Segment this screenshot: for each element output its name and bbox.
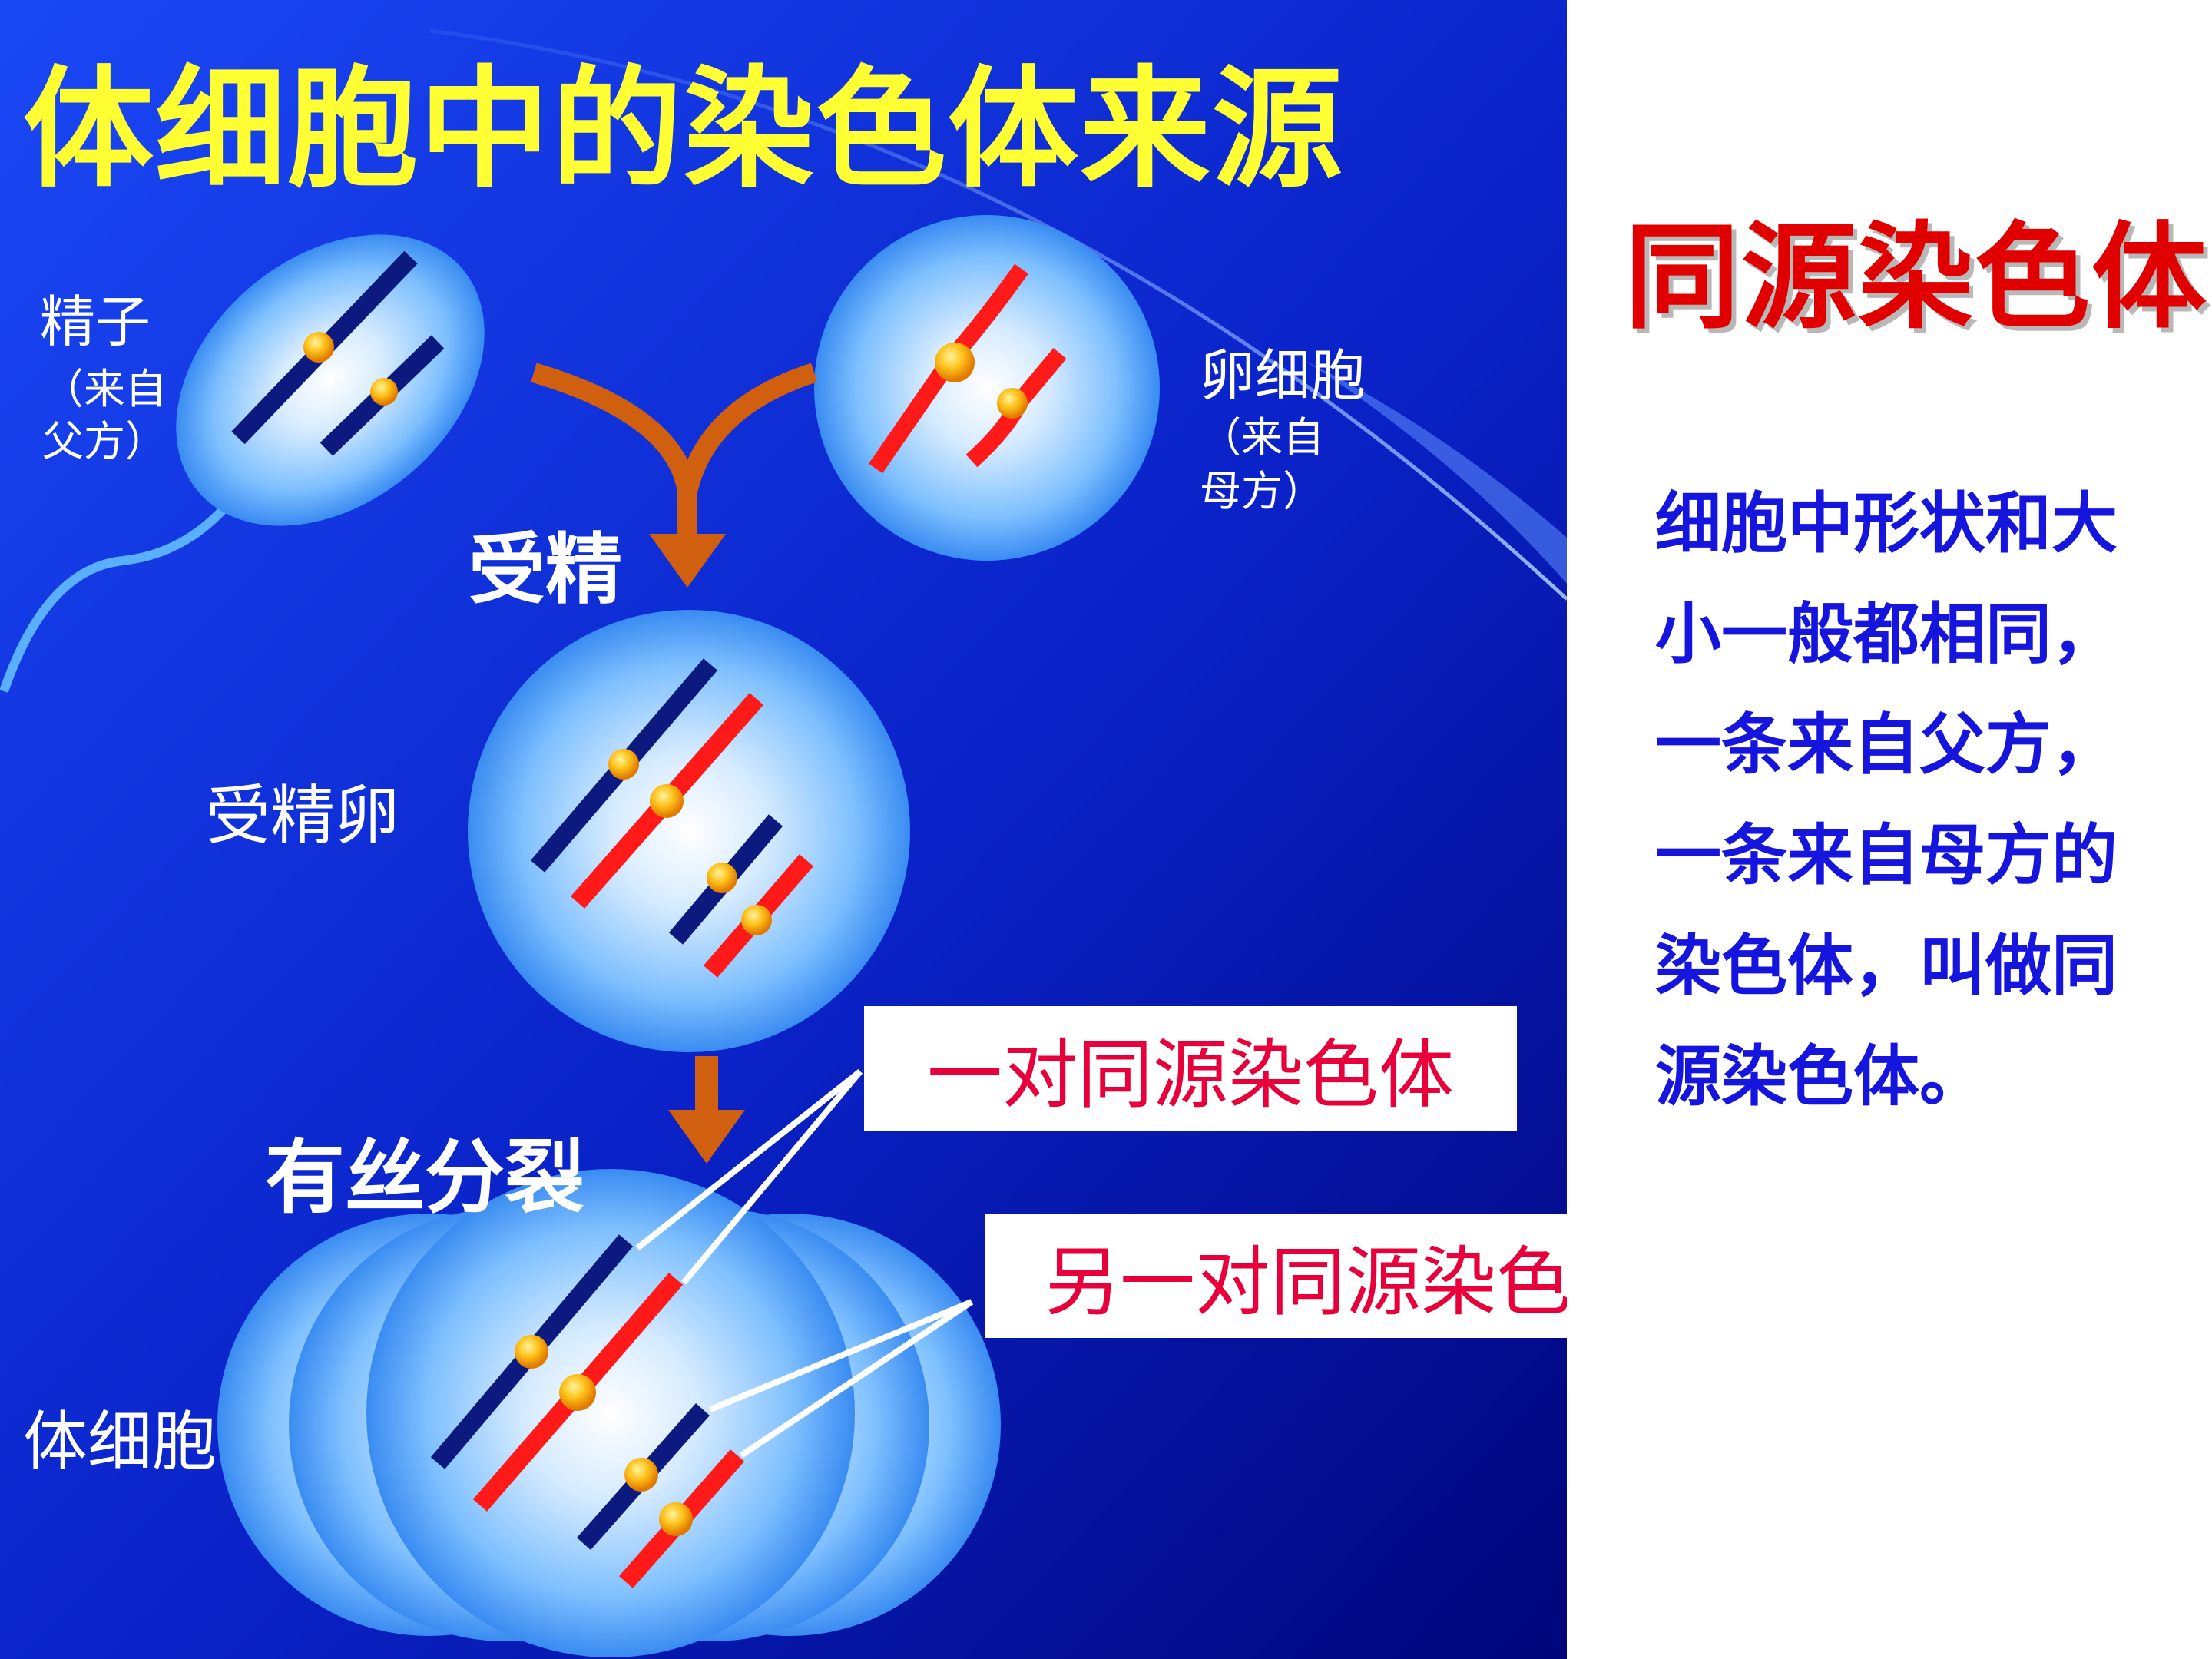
chromosome-origin-diagram <box>0 0 1567 1659</box>
definition-line: 染色体，叫做同 <box>1655 928 2118 1005</box>
zygote-cell <box>468 610 910 1052</box>
egg-label: 卵细胞 <box>1200 343 1366 408</box>
definition-line: 细胞中形状和大 <box>1655 485 2118 562</box>
centromere <box>559 1374 596 1411</box>
centromere <box>935 343 975 382</box>
centromere <box>370 378 398 406</box>
mitosis-label: 有丝分裂 <box>265 1131 585 1224</box>
somatic-cell-front <box>366 1169 855 1657</box>
somatic-cell-label: 体细胞 <box>23 1404 217 1479</box>
centromere <box>997 388 1028 419</box>
sperm-origin-line1: （来自 <box>42 365 167 413</box>
homologous-chromosome-heading: 同源染色体 <box>1624 211 2209 345</box>
sperm-origin-line2: 父方） <box>42 417 167 465</box>
centromere <box>515 1335 548 1369</box>
diagram-panel: 体细胞中的染色体来源 精子 （来自 父方） 卵细胞 （来自 母方） 受精 受精卵… <box>0 0 1647 1659</box>
definition-panel <box>1567 0 2212 1659</box>
callout-pointers <box>635 1068 974 1459</box>
egg-origin-line1: （来自 <box>1200 413 1324 462</box>
egg-cell <box>814 215 1160 561</box>
centromere <box>624 1458 658 1492</box>
centromere <box>608 749 639 780</box>
callout-homologous-pair-one: 一对同源染色体 <box>864 1006 1517 1131</box>
slide-title: 体细胞中的染色体来源 <box>23 54 1345 206</box>
sperm-cell <box>176 234 485 526</box>
mitosis-arrow <box>668 1056 745 1164</box>
centromere <box>741 905 772 935</box>
definition-line: 一条来自父方， <box>1655 707 2118 783</box>
definition-text: 细胞中形状和大 小一般都相同， 一条来自父方， 一条来自母方的 染色体，叫做同 … <box>1655 469 2193 1132</box>
centromere <box>659 1502 693 1536</box>
definition-line: 源染色体。 <box>1655 1038 1985 1115</box>
centromere <box>650 784 684 818</box>
centromere <box>707 863 737 893</box>
sperm-tail <box>0 488 242 693</box>
decorative-arc <box>429 28 1567 601</box>
definition-line: 一条来自母方的 <box>1655 817 2118 894</box>
fertilization-label: 受精 <box>469 525 622 614</box>
sperm-label: 精子 <box>40 290 151 354</box>
definition-line: 小一般都相同， <box>1655 596 2118 673</box>
centromere <box>303 332 334 363</box>
fertilization-arrow <box>531 363 817 588</box>
egg-origin-line2: 母方） <box>1200 467 1324 515</box>
zygote-label: 受精卵 <box>206 778 400 853</box>
somatic-cell-stack <box>217 1169 1001 1657</box>
